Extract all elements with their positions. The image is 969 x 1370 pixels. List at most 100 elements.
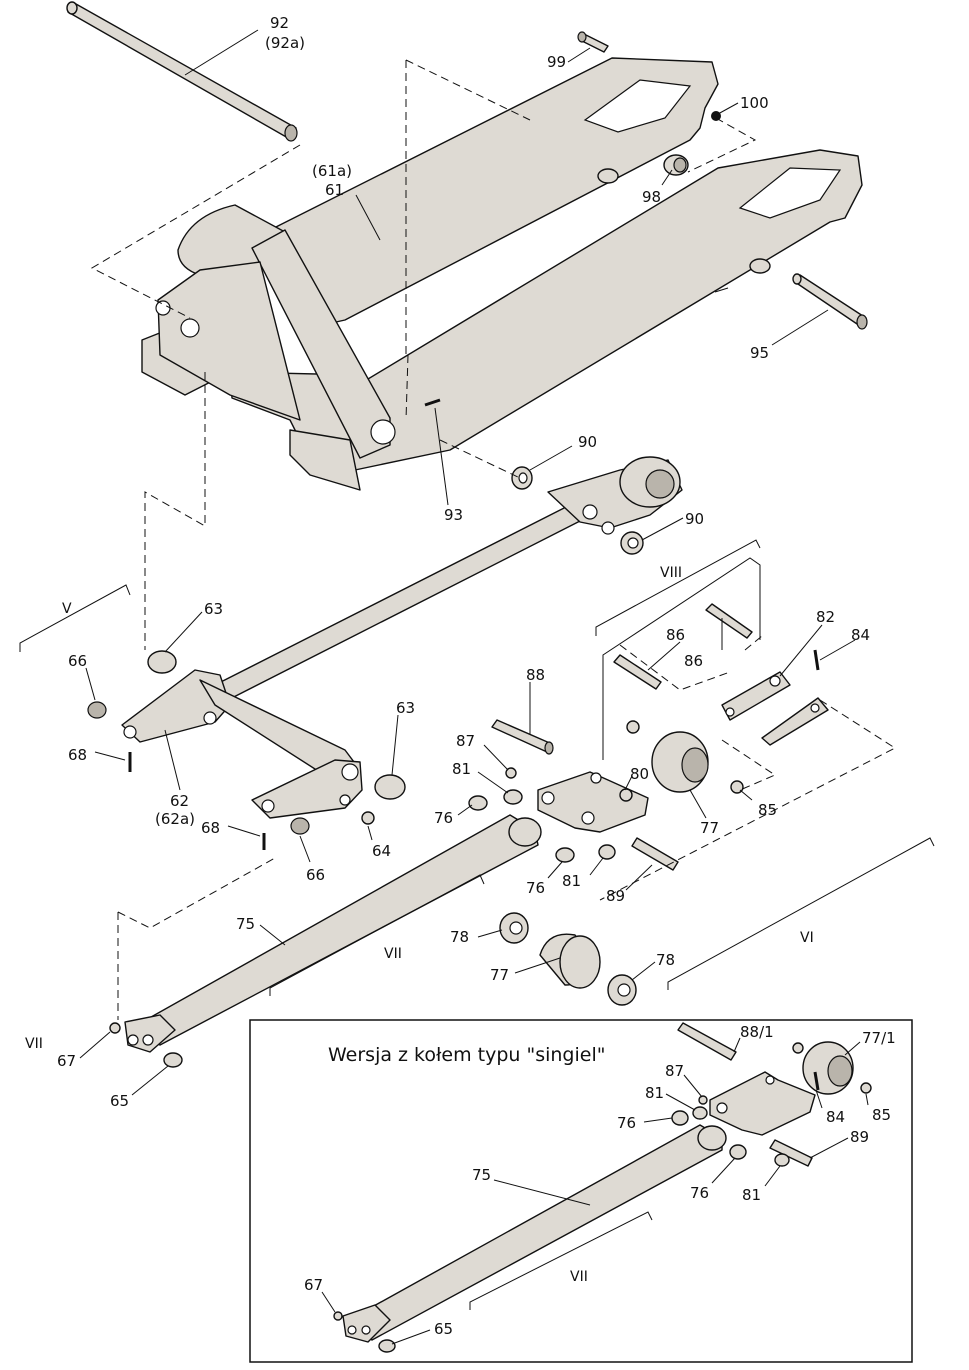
label-78-left: 78 [450,928,469,946]
washer-part-90-bottom [620,531,644,555]
inset-single-wheel-version: Wersja z kołem typu "singiel" [249,1019,913,1363]
inset-label-76-lower: 76 [690,1184,709,1202]
label-61a: (61a) [312,162,352,180]
part-80 [619,788,633,802]
axle-part-95 [792,273,868,330]
group-label-VII-left: VII [25,1036,43,1052]
label-86-b: 86 [684,652,703,670]
inset-label-77-1: 77/1 [862,1029,896,1047]
pull-rod-part-75 [124,814,542,1053]
inset-label-76-upper: 76 [617,1114,636,1132]
fork-frame-part-61 [141,57,863,491]
bushing-part-63-left [147,650,177,674]
group-label-VIII: VIII [660,565,682,581]
label-98: 98 [642,188,661,206]
label-87: 87 [456,732,475,750]
label-62a: (62a) [155,810,195,828]
label-86-a: 86 [666,626,685,644]
pin-part-84 [813,649,820,671]
washer-part-67 [109,1022,121,1034]
inset-label-88-1: 88/1 [740,1023,774,1041]
label-61: 61 [325,181,344,199]
pin-part-93 [424,398,441,407]
washer-part-87 [505,767,517,779]
label-92a: (92a) [265,34,305,52]
label-99: 99 [547,53,566,71]
label-81-lower: 81 [562,872,581,890]
inset-title: Wersja z kołem typu "singiel" [328,1044,605,1066]
leader-lines [79,29,856,1096]
label-82: 82 [816,608,835,626]
wheel-part-77-upper [651,731,709,793]
label-63-left: 63 [204,600,223,618]
bushing-part-76-upper [468,795,488,811]
label-81-upper: 81 [452,760,471,778]
bushing-part-76-lower [555,847,575,863]
label-90-top: 90 [578,433,597,451]
group-label-VII-main: VII [384,946,402,962]
label-76-upper: 76 [434,809,453,827]
pin-part-86-b [705,603,753,639]
label-92: 92 [270,14,289,32]
inset-label-84: 84 [826,1108,845,1126]
spring-pin-part-66-right [290,817,310,835]
bogie-bracket [537,771,649,833]
label-65: 65 [110,1092,129,1110]
label-80: 80 [630,765,649,783]
label-75: 75 [236,915,255,933]
assembly-dash-lines [90,59,897,1020]
inset-frame [249,1019,913,1363]
rod-part-88 [491,719,554,755]
label-66-left: 66 [68,652,87,670]
label-76-lower: 76 [526,879,545,897]
inset-label-81-lower: 81 [742,1186,761,1204]
label-100: 100 [740,94,769,112]
label-77-upper: 77 [700,819,719,837]
bearing-part-78-left [499,912,529,944]
label-93: 93 [444,506,463,524]
label-95: 95 [750,344,769,362]
inset-label-85: 85 [872,1106,891,1124]
bearing-part-78-right [607,974,637,1006]
rear-wheel-carrier [547,456,683,535]
pin-part-65 [163,1052,183,1068]
circlip-upper [626,720,640,734]
label-90-bottom: 90 [685,510,704,528]
label-62: 62 [170,792,189,810]
label-63-right: 63 [396,699,415,717]
lever-part-62 [121,669,363,819]
label-68-right: 68 [201,819,220,837]
pin-part-99 [577,31,609,53]
label-77-lower: 77 [490,966,509,984]
inset-label-87: 87 [665,1062,684,1080]
link-plate-part-82 [721,671,829,746]
inset-label-75: 75 [472,1166,491,1184]
axle-part-89 [631,837,679,871]
wheel-part-77-lower [539,933,601,989]
label-78-right: 78 [656,951,675,969]
group-label-V: V [62,601,72,617]
washer-part-64 [361,811,375,825]
label-66-right: 66 [306,866,325,884]
label-88: 88 [526,666,545,684]
group-label-VI: VI [800,930,814,946]
spring-pin-part-66-left [87,701,107,719]
label-68-left: 68 [68,746,87,764]
washer-part-90-top [511,466,533,490]
group-brackets [19,539,935,996]
label-67: 67 [57,1052,76,1070]
inset-label-89: 89 [850,1128,869,1146]
bushing-part-81-upper [503,789,523,805]
inset-label-65: 65 [434,1320,453,1338]
label-85: 85 [758,801,777,819]
bushing-part-63-right [374,774,406,800]
axle-part-92 [66,1,298,142]
inset-label-81-upper: 81 [645,1084,664,1102]
label-64: 64 [372,842,391,860]
bushing-part-81-lower [598,844,616,860]
callout-labels: 92 (92a) 99 100 (61a) 61 98 95 90 90 93 … [25,14,870,1110]
roller-part-98 [663,154,689,176]
label-84: 84 [851,626,870,644]
inset-group-label-VII: VII [570,1269,588,1285]
